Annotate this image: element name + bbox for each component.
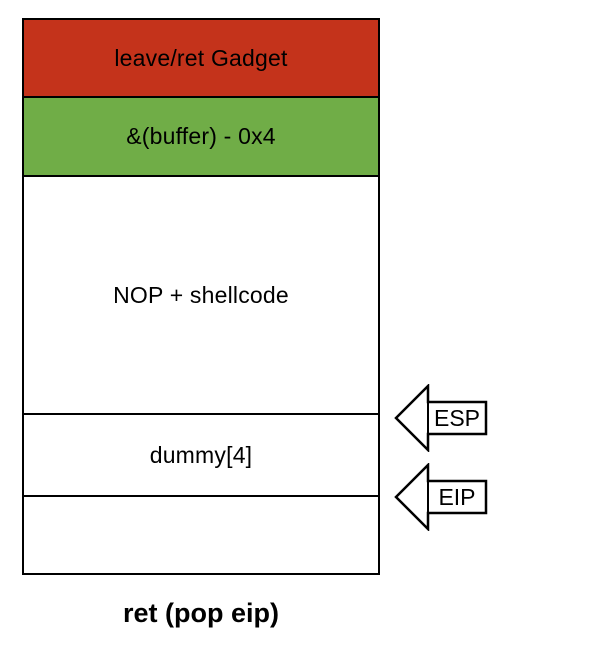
stack-block-empty [24, 497, 378, 573]
esp-label: ESP [433, 404, 481, 431]
left-block-arrow-icon [394, 384, 488, 452]
stack-block-label: NOP + shellcode [113, 281, 289, 308]
left-block-arrow-icon [394, 463, 488, 531]
stack-block-buffer-address: &(buffer) - 0x4 [24, 98, 378, 177]
esp-pointer: ESP [394, 384, 488, 452]
eip-label: EIP [438, 483, 476, 510]
stack-block-label: &(buffer) - 0x4 [126, 123, 276, 149]
stack-block-label: dummy[4] [149, 441, 253, 468]
stack-block-leave-ret-gadget: leave/ret Gadget [24, 20, 378, 98]
stack-block-nop-shellcode: NOP + shellcode [24, 177, 378, 415]
stack-block-label: leave/ret Gadget [114, 44, 288, 71]
stack-block-dummy: dummy[4] [24, 415, 378, 497]
diagram-caption: ret (pop eip) [123, 598, 279, 628]
stack-box: leave/ret Gadget &(buffer) - 0x4 NOP + s… [22, 18, 380, 575]
eip-pointer: EIP [394, 463, 488, 531]
